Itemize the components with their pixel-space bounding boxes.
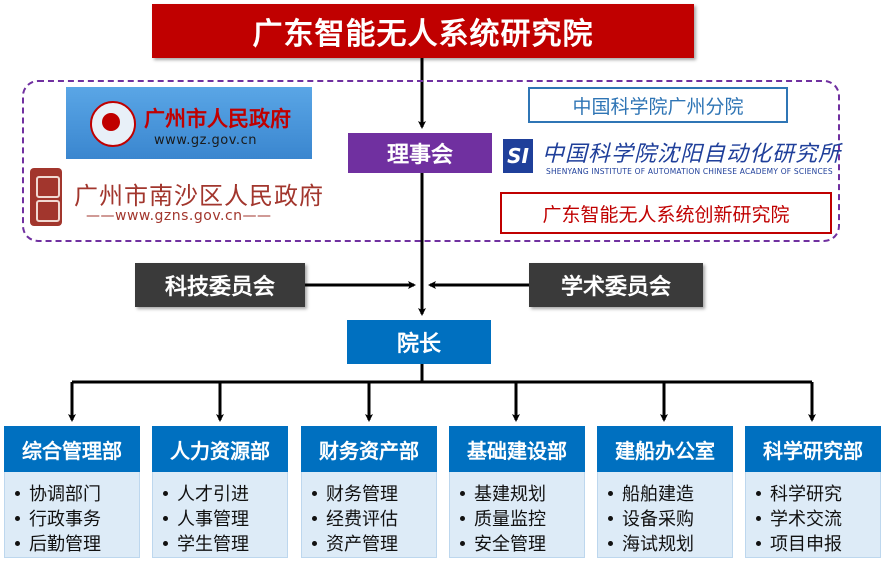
department-duty: 安全管理 [456,532,546,557]
department-name: 建船办公室 [597,426,733,472]
department-name: 人力资源部 [152,426,288,472]
department-card: 人力资源部 人才引进 人事管理 学生管理 [152,426,288,558]
department-duty: 财务管理 [308,482,398,507]
national-emblem-icon [90,101,136,147]
sia-logo-icon: SI [503,139,533,173]
president-box: 院长 [347,320,491,364]
department-duty: 设备采购 [604,507,694,532]
department-duty: 后勤管理 [11,532,101,557]
department-duty: 人事管理 [159,507,249,532]
department-duty: 学术交流 [752,507,842,532]
sia-english-name: SHENYANG INSTITUTE OF AUTOMATION CHINESE… [546,167,833,176]
department-card: 科学研究部 科学研究 学术交流 项目申报 [745,426,881,558]
department-card: 建船办公室 船舶建造 设备采购 海试规划 [597,426,733,558]
cas-guangzhou-box: 中国科学院广州分院 [528,87,788,123]
department-duty: 质量监控 [456,507,546,532]
department-duty: 经费评估 [308,507,398,532]
institute-title: 广东智能无人系统研究院 [152,4,694,58]
partners-group [22,80,840,242]
gz-gov-logo: 广州市人民政府 www.gz.gov.cn [66,87,312,159]
council-box: 理事会 [348,133,492,173]
department-duty: 海试规划 [604,532,694,557]
department-duty: 船舶建造 [604,482,694,507]
department-card: 财务资产部 财务管理 经费评估 资产管理 [301,426,437,558]
department-name: 基础建设部 [449,426,585,472]
sia-name: 中国科学院沈阳自动化研究所 [542,142,842,167]
department-name: 综合管理部 [4,426,140,472]
department-duty: 人才引进 [159,482,249,507]
nansha-seal-icon [30,168,62,226]
department-duty: 科学研究 [752,482,842,507]
department-duty: 项目申报 [752,532,842,557]
sci-tech-committee-box: 科技委员会 [135,263,305,307]
department-name: 财务资产部 [301,426,437,472]
nansha-gov-name: 广州市南沙区人民政府 [74,182,324,210]
gz-gov-url: www.gz.gov.cn [154,133,257,148]
department-duty: 资产管理 [308,532,398,557]
department-duty: 协调部门 [11,482,101,507]
department-duty: 基建规划 [456,482,546,507]
gd-innovation-institute-box: 广东智能无人系统创新研究院 [500,192,832,234]
department-name: 科学研究部 [745,426,881,472]
nansha-gov-url: ——www.gzns.gov.cn—— [86,208,272,224]
department-card: 综合管理部 协调部门 行政事务 后勤管理 [4,426,140,558]
gz-gov-name: 广州市人民政府 [144,107,291,131]
academic-committee-box: 学术委员会 [529,263,703,307]
department-duty: 行政事务 [11,507,101,532]
department-duty: 学生管理 [159,532,249,557]
department-card: 基础建设部 基建规划 质量监控 安全管理 [449,426,585,558]
